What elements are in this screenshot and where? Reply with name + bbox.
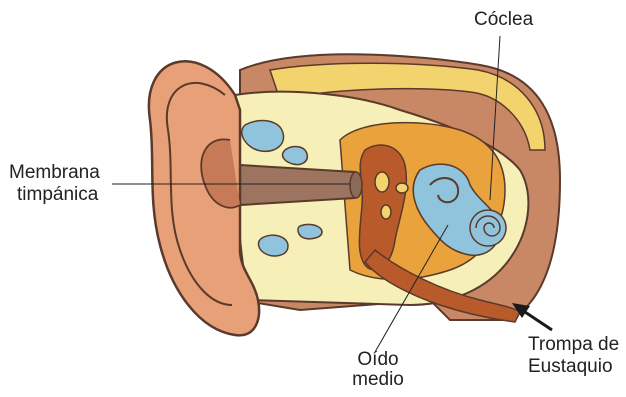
label-coclea: Cóclea bbox=[474, 10, 533, 30]
ossicle-incus bbox=[375, 172, 389, 192]
label-oido-line2: medio bbox=[350, 370, 406, 390]
cochlea-spiral bbox=[470, 210, 506, 246]
trompa-arrow-line bbox=[522, 310, 552, 330]
ossicle-malleus bbox=[381, 205, 391, 219]
ossicle-stapes bbox=[396, 183, 408, 193]
ear-canal bbox=[240, 165, 360, 205]
label-membrana-line2: timpánica bbox=[17, 185, 98, 205]
label-oido-line1: Oído bbox=[350, 350, 406, 370]
label-membrana-line1: Membrana bbox=[9, 163, 100, 183]
mastoid-cavity-mid bbox=[283, 147, 308, 165]
tympanic-membrane bbox=[350, 172, 362, 198]
label-trompa-line2: Eustaquio bbox=[528, 357, 613, 377]
label-trompa-line1: Trompa de bbox=[528, 335, 619, 355]
mastoid-cavity-right bbox=[298, 224, 322, 238]
mastoid-cavity-lower bbox=[259, 235, 288, 256]
